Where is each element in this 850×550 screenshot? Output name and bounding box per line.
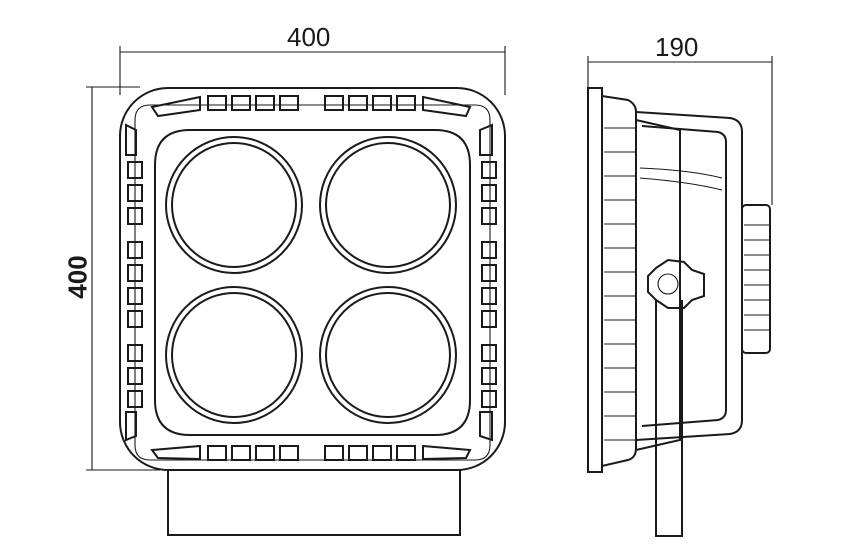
bottom-vent-slots [150,444,472,461]
mounting-base [167,470,461,536]
side-pivot-bolt [657,273,679,295]
side-cooling-fins [604,127,636,441]
side-stand-leg [655,300,683,537]
front-height-label: 400 [62,255,93,299]
side-pivot-knob [647,258,705,309]
side-bracket-curve-upper [639,167,723,179]
side-fin-block [601,94,637,468]
side-bracket-inner [641,125,727,427]
right-vent-slots [479,123,497,442]
side-view [587,56,773,537]
side-driver-ribs [744,224,770,331]
top-vent-slots [150,95,472,118]
lens-bottom-left [165,286,303,424]
inner-bezel [154,129,471,436]
left-vent-slots [125,123,143,442]
side-depth-label: 190 [655,32,699,62]
side-front-plate [587,87,603,473]
front-height-dimension [86,86,160,471]
side-body [635,119,681,451]
lens-bottom-right [319,286,457,424]
lens-top-left [165,136,303,274]
front-width-label: 400 [287,22,331,52]
side-bracket-curve-lower [639,177,723,191]
housing-outline [119,87,506,471]
front-view [86,46,506,536]
lens-top-right [319,136,457,274]
housing-rim [134,104,491,461]
side-driver-box [741,204,771,354]
